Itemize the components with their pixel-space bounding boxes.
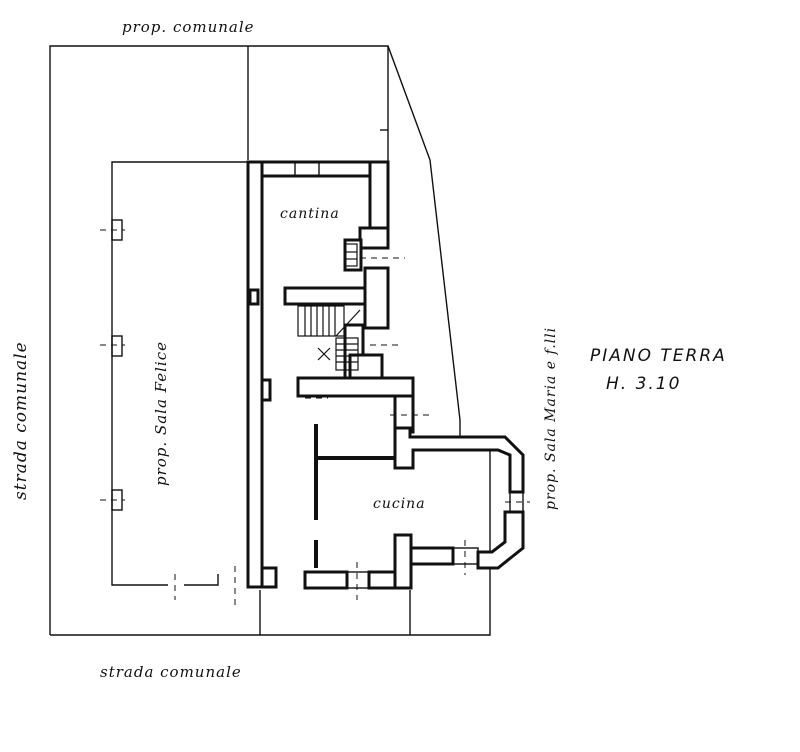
building-walls: [246, 160, 525, 590]
floor-title: PIANO TERRA: [590, 346, 727, 366]
top-neighbor-label: prop. comunale: [122, 18, 255, 36]
room-cucina-label: cucina: [373, 496, 426, 512]
staircase: [297, 243, 361, 371]
west-neighbor-label: prop. Sala Felice: [152, 341, 170, 486]
bottom-road-label: strada comunale: [100, 663, 242, 681]
opening-marks: [305, 257, 530, 600]
west-neighbor-outline: [100, 161, 248, 605]
floor-height: H. 3.10: [606, 374, 681, 394]
east-neighbor-label: prop. Sala Maria e f.lli: [543, 327, 559, 510]
left-road-label: strada comunale: [11, 341, 31, 500]
room-cantina-label: cantina: [280, 206, 340, 222]
